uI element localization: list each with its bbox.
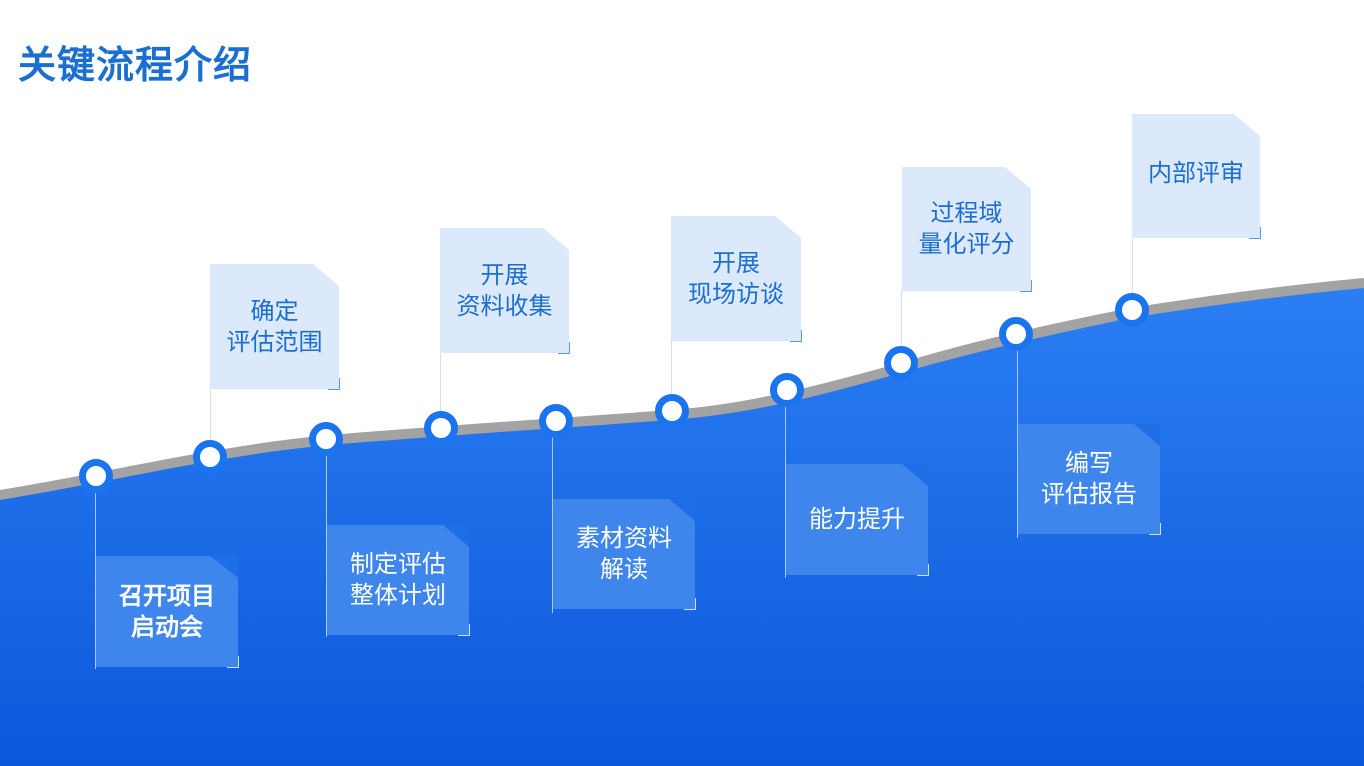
- step-label: 制定评估 整体计划: [350, 549, 446, 611]
- step-label-line2: 资料收集: [456, 291, 553, 320]
- step-label-line2: 量化评分: [918, 230, 1015, 258]
- step-label: 能力提升: [809, 504, 905, 535]
- connector-line: [552, 437, 553, 613]
- card-fold: [669, 499, 695, 521]
- step-label-line1: 制定评估: [350, 550, 446, 578]
- connector-line: [1017, 350, 1018, 538]
- step-label-line1: 召开项目: [119, 581, 215, 610]
- connector-line: [210, 388, 211, 456]
- card-corner: [328, 378, 340, 390]
- step-label-line1: 内部评审: [1148, 159, 1244, 187]
- card-fold: [543, 228, 569, 250]
- step-card-review: 内部评审: [1132, 114, 1261, 239]
- connector-line: [326, 455, 327, 637]
- card-corner: [558, 342, 570, 354]
- card-corner: [1249, 227, 1261, 239]
- step-node[interactable]: [424, 411, 458, 445]
- card-corner: [790, 330, 802, 342]
- step-label-line1: 开展: [712, 248, 760, 277]
- step-node[interactable]: [1115, 293, 1149, 327]
- card-fold: [313, 264, 339, 286]
- card-fold: [443, 525, 469, 547]
- step-label-line2: 解读: [600, 555, 648, 583]
- step-label: 编写 评估报告: [1041, 448, 1137, 510]
- step-label: 过程域 量化评分: [919, 198, 1015, 260]
- step-label-line2: 启动会: [131, 612, 203, 641]
- connector-line: [785, 406, 786, 578]
- step-node[interactable]: [770, 373, 804, 407]
- step-card-collect: 开展 资料收集: [440, 228, 570, 354]
- step-card-scoring: 过程域 量化评分: [902, 167, 1032, 292]
- step-label-line2: 整体计划: [350, 581, 446, 609]
- step-node[interactable]: [539, 404, 573, 438]
- step-label: 素材资料 解读: [576, 523, 672, 585]
- step-label-line1: 确定: [250, 296, 299, 325]
- page-title: 关键流程介绍: [18, 43, 253, 87]
- step-label: 开展 现场访谈: [688, 248, 784, 310]
- step-card-kickoff: 召开项目 启动会: [96, 556, 239, 668]
- card-corner: [458, 624, 470, 636]
- step-label-line2: 评估范围: [226, 327, 323, 356]
- step-node[interactable]: [193, 440, 227, 474]
- card-fold: [775, 216, 801, 238]
- card-corner: [684, 598, 696, 610]
- step-label: 开展 资料收集: [457, 260, 553, 322]
- step-card-report: 编写 评估报告: [1018, 424, 1161, 535]
- card-fold: [1134, 424, 1160, 446]
- step-card-interpret: 素材资料 解读: [553, 499, 696, 610]
- card-fold: [1234, 114, 1260, 136]
- step-card-interview: 开展 现场访谈: [671, 216, 802, 342]
- step-node[interactable]: [999, 317, 1033, 351]
- step-label-line1: 开展: [480, 260, 529, 289]
- step-label-line1: 编写: [1065, 449, 1113, 477]
- connector-line: [95, 493, 96, 669]
- card-fold: [902, 464, 928, 486]
- card-corner: [1020, 280, 1032, 292]
- step-node[interactable]: [309, 422, 343, 456]
- step-node[interactable]: [79, 459, 113, 493]
- step-card-plan: 制定评估 整体计划: [327, 525, 470, 636]
- connector-line: [1132, 237, 1133, 295]
- step-label-line1: 过程域: [930, 199, 1003, 227]
- connector-line: [901, 290, 902, 350]
- step-label-line1: 能力提升: [809, 505, 905, 533]
- step-label-line2: 现场访谈: [688, 279, 784, 308]
- step-label: 确定 评估范围: [227, 296, 323, 358]
- step-card-scope: 确定 评估范围: [210, 264, 340, 390]
- card-fold: [210, 556, 238, 578]
- card-fold: [1005, 167, 1031, 189]
- step-node[interactable]: [884, 346, 918, 380]
- card-corner: [1149, 523, 1161, 535]
- card-corner: [227, 656, 239, 668]
- step-card-capability: 能力提升: [786, 464, 929, 576]
- step-label-line1: 素材资料: [576, 524, 672, 552]
- step-label: 内部评审: [1148, 158, 1244, 189]
- step-node[interactable]: [655, 394, 689, 428]
- connector-line: [440, 352, 441, 412]
- card-corner: [917, 564, 929, 576]
- connector-line: [671, 340, 672, 395]
- step-label: 召开项目 启动会: [119, 581, 215, 643]
- step-label-line2: 评估报告: [1041, 480, 1137, 508]
